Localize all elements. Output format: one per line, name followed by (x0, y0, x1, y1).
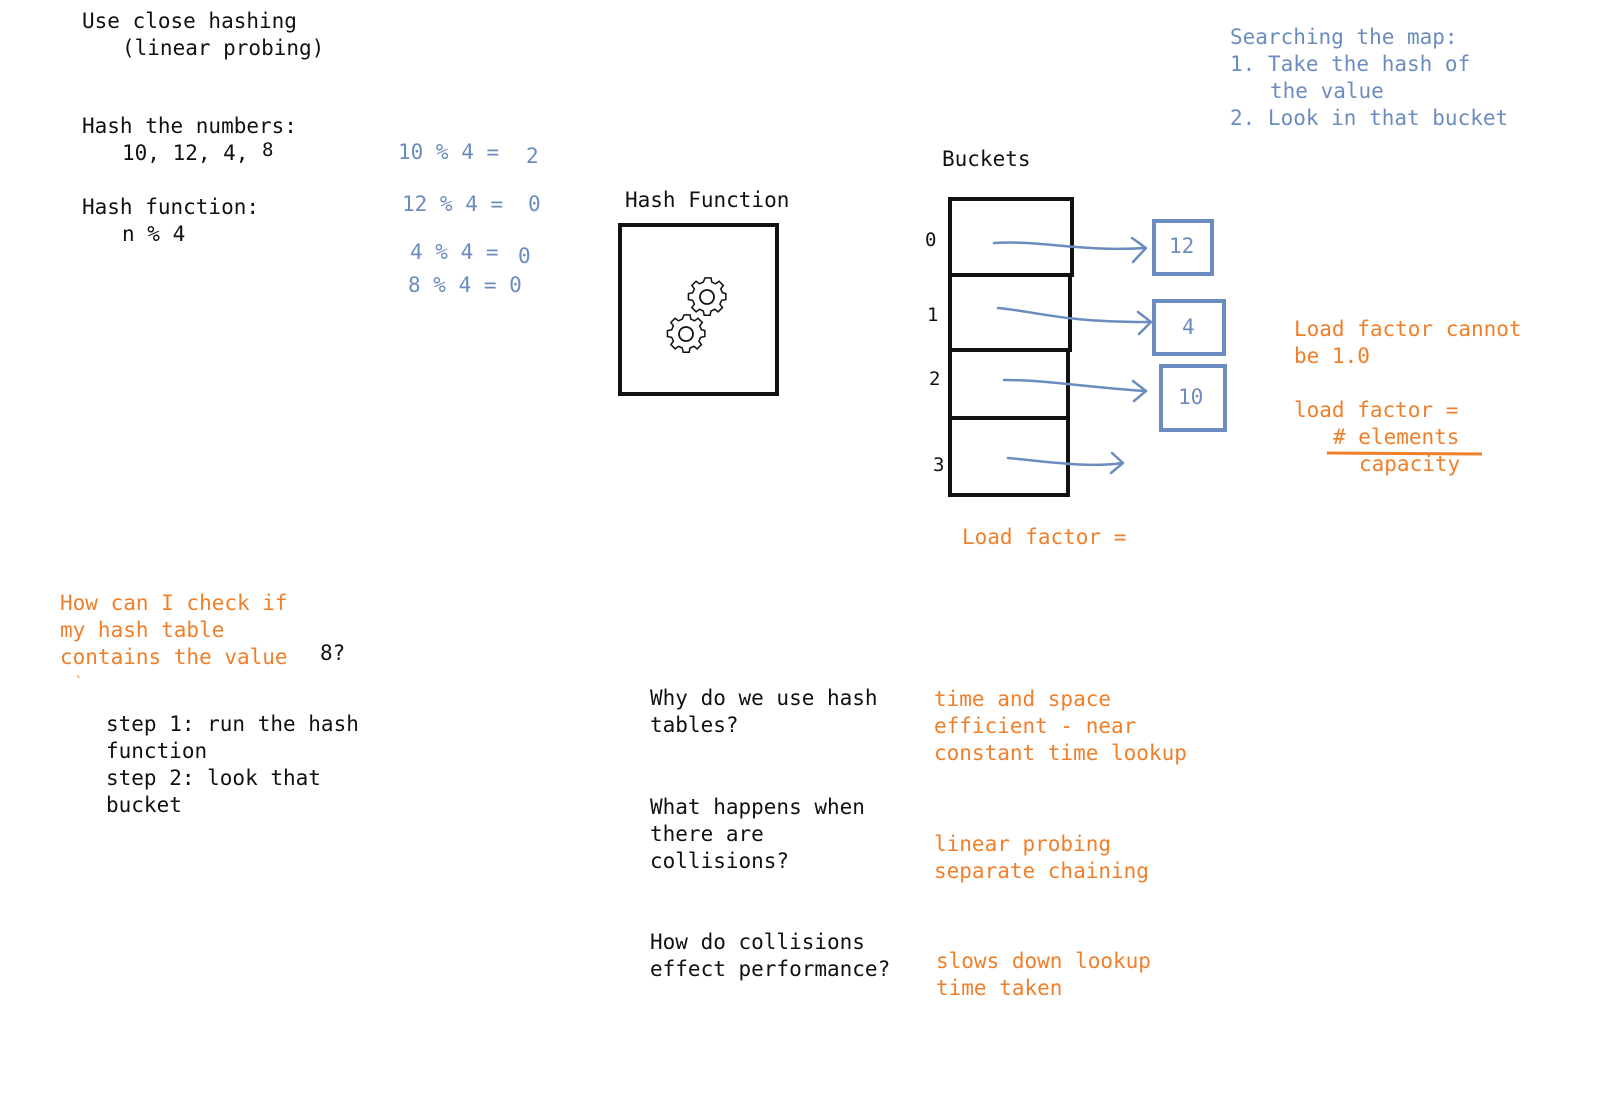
computation-result-3: 0 (518, 244, 531, 268)
intro-line-2: (linear probing) (122, 36, 325, 60)
searching-step-2: 2. Look in that bucket (1230, 106, 1509, 130)
bucket-index-0: 0 (925, 229, 937, 251)
hash-function-formula: n % 4 (122, 222, 186, 246)
value-box-12 (1152, 219, 1214, 276)
bucket-value-2: 10 (1178, 385, 1204, 409)
bucket-box-0 (948, 197, 1074, 277)
computation-expr-4: 8 % 4 = 0 (408, 273, 522, 297)
computation-result-1: 2 (526, 144, 539, 168)
buckets-title: Buckets (942, 147, 1031, 171)
computation-expr-1: 10 % 4 = (398, 140, 500, 164)
computation-expr-3: 4 % 4 = (410, 240, 499, 264)
check-question-line-3: contains the value (60, 645, 288, 669)
load-factor-under-buckets: Load factor = (962, 525, 1127, 549)
bucket-arrows (992, 236, 1153, 475)
steps-line-1: step 1: run the hash (106, 712, 359, 736)
check-question-line-2: my hash table (60, 618, 225, 642)
searching-title: Searching the map: (1230, 25, 1458, 49)
qa-3-question-line-1: How do collisions (650, 930, 865, 954)
fraction-line (1326, 451, 1483, 456)
bucket-index-1: 1 (927, 304, 939, 326)
qa-1-answer-line-1: time and space (934, 687, 1112, 711)
qa-3-answer-line-2: time taken (936, 976, 1063, 1000)
qa-1-answer-line-3: constant time lookup (934, 741, 1187, 765)
bucket-box-3 (948, 416, 1070, 497)
check-question-value: 8? (320, 641, 346, 665)
load-factor-cannot-b: be 1.0 (1294, 344, 1370, 368)
hash-box-title: Hash Function (625, 188, 790, 212)
hash-numbers-label: Hash the numbers: (82, 114, 297, 138)
arrow-bucket-2 (1002, 378, 1148, 393)
computation-result-2: 0 (528, 192, 541, 216)
bucket-value-0: 12 (1169, 234, 1195, 258)
hash-function-label: Hash function: (82, 195, 260, 219)
bucket-index-3: 3 (933, 454, 945, 476)
stray-mark: ˎ (74, 662, 83, 678)
arrow-bucket-0 (992, 241, 1147, 251)
qa-3-answer-line-1: slows down lookup (936, 949, 1151, 973)
bucket-value-1: 4 (1182, 315, 1195, 339)
intro-line-1: Use close hashing (82, 9, 297, 33)
gears-icon (666, 277, 727, 354)
qa-1-question-line-1: Why do we use hash (650, 686, 878, 710)
load-factor-numerator: # elements (1333, 425, 1460, 449)
check-question-line-1: How can I check if (60, 591, 288, 615)
computation-expr-2: 12 % 4 = (402, 192, 504, 216)
bucket-box-1 (948, 273, 1072, 352)
steps-line-2: function (106, 739, 208, 763)
qa-1-answer-line-2: efficient - near (934, 714, 1137, 738)
steps-line-4: bucket (106, 793, 182, 817)
bucket-box-2 (948, 348, 1070, 420)
hash-function-box (618, 223, 779, 396)
qa-1-question-line-2: tables? (650, 713, 739, 737)
arrow-bucket-3 (1006, 456, 1124, 467)
qa-2-question-line-3: collisions? (650, 849, 790, 873)
load-factor-denominator: capacity (1359, 452, 1461, 476)
qa-2-answer-line-1: linear probing (934, 832, 1112, 856)
arrow-bucket-1 (996, 306, 1152, 324)
searching-step-1b: the value (1270, 79, 1384, 103)
searching-step-1a: 1. Take the hash of (1230, 52, 1471, 76)
bucket-index-2: 2 (929, 368, 941, 390)
hash-numbers-extra: 8 (262, 139, 274, 161)
qa-3-question-line-2: effect performance? (650, 957, 891, 981)
qa-2-question-line-1: What happens when (650, 795, 865, 819)
load-factor-cannot-a: Load factor cannot (1294, 317, 1522, 341)
value-box-4 (1152, 299, 1226, 356)
qa-2-answer-line-2: separate chaining (934, 859, 1149, 883)
hash-numbers-values: 10, 12, 4, (122, 141, 249, 165)
load-factor-formula-label: load factor = (1294, 398, 1459, 422)
value-box-10 (1159, 364, 1227, 432)
qa-2-question-line-2: there are (650, 822, 764, 846)
steps-line-3: step 2: look that (106, 766, 321, 790)
